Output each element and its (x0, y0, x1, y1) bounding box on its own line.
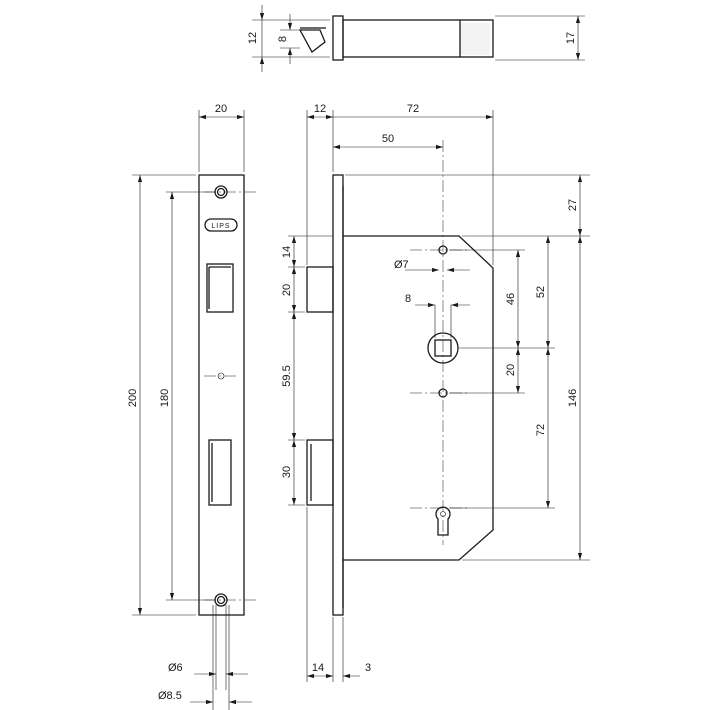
dim-screws-180: 180 (159, 389, 171, 407)
lips-logo: LIPS (211, 223, 230, 230)
top-view-latch (298, 15, 494, 61)
dim-screw-8-5: Ø8.5 (158, 690, 182, 702)
dim-top-8: 8 (277, 36, 289, 42)
side-dimensions: 12 72 50 27 14 20 59.5 30 Ø7 8 46 (281, 103, 590, 682)
dim-gap-59-5: 59.5 (281, 365, 293, 386)
faceplate: LIPS (198, 174, 256, 616)
top-dimensions: 12 8 17 (247, 5, 585, 72)
faceplate-dimensions: 20 200 180 Ø6 Ø8.5 (127, 103, 252, 710)
dim-72-key: 72 (535, 424, 547, 436)
dim-14-bottom: 14 (312, 662, 324, 674)
centerlines (410, 140, 470, 545)
dim-screw-6: Ø6 (168, 662, 183, 674)
dim-top-17: 17 (565, 32, 577, 44)
lock-case (306, 174, 494, 616)
dim-spindle-8: 8 (405, 293, 411, 305)
dim-gap-27: 27 (567, 199, 579, 211)
dim-faceplate-20: 20 (215, 103, 227, 115)
dim-top-12: 12 (247, 32, 259, 44)
dim-latch-top-14: 14 (281, 246, 293, 258)
dim-latch-20: 20 (281, 284, 293, 296)
dim-depth-72: 72 (407, 103, 419, 115)
dim-bolt-30: 30 (281, 466, 293, 478)
dim-146: 146 (567, 389, 579, 407)
dim-46: 46 (505, 293, 517, 305)
dim-offset-12: 12 (314, 103, 326, 115)
dim-3: 3 (365, 662, 371, 674)
dim-52: 52 (535, 286, 547, 298)
dim-height-200: 200 (127, 389, 139, 407)
dim-20-lower: 20 (505, 364, 517, 376)
dim-backset-50: 50 (382, 133, 394, 145)
dim-hole-7: Ø7 (394, 259, 409, 271)
